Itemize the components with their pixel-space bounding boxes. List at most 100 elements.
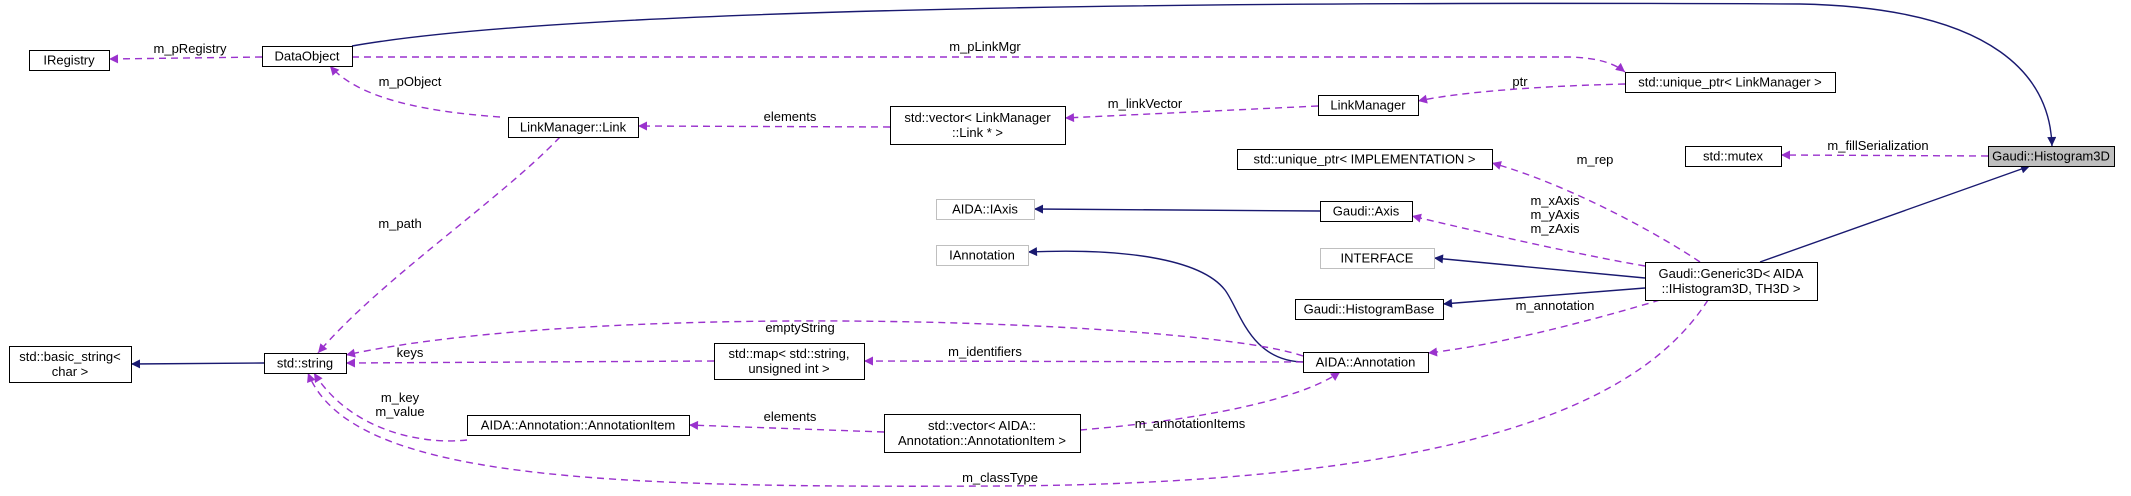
class-node-linkmanager[interactable]: LinkManager xyxy=(1318,95,1419,116)
usage-edge-mutex-to-histogram3d: m_fillSerialization xyxy=(1780,138,1989,160)
class-box xyxy=(714,343,865,380)
inheritance-edge-interface-to-generic3d xyxy=(1433,254,1646,279)
class-node-uniquelinkmgr[interactable]: std::unique_ptr< LinkManager > xyxy=(1625,72,1836,93)
class-box xyxy=(1237,149,1493,170)
class-node-linkmanagerlink[interactable]: LinkManager::Link xyxy=(508,117,639,138)
usage-arrow xyxy=(1411,213,1646,267)
class-name-line: IRegistry xyxy=(43,53,95,68)
class-name-line: AIDA::Annotation::AnnotationItem xyxy=(481,418,675,433)
edge-label-m-identifiers: m_identifiers xyxy=(948,344,1022,359)
usage-edge-iregistry-to-dataobject: m_pRegistry xyxy=(108,41,263,64)
class-name-line: Gaudi::HistogramBase xyxy=(1304,302,1435,317)
class-box xyxy=(890,106,1066,145)
class-box xyxy=(467,415,690,436)
edge-label-m-rep: m_rep xyxy=(1577,152,1614,167)
edge-label-ptr: ptr xyxy=(1512,74,1528,89)
class-node-vectorlink[interactable]: std::vector< LinkManager::Link * > xyxy=(890,106,1066,145)
class-node-stdstring[interactable]: std::string xyxy=(264,353,347,374)
class-box xyxy=(262,46,353,67)
usage-edge-stdstring-to-aidaannotation: emptyString xyxy=(345,320,1304,358)
class-node-histogram3d[interactable]: Gaudi::Histogram3D xyxy=(1988,146,2115,167)
usage-arrow xyxy=(637,121,891,131)
class-name-line: std::vector< AIDA:: xyxy=(928,418,1036,433)
class-node-uniqueimpl[interactable]: std::unique_ptr< IMPLEMENTATION > xyxy=(1237,149,1493,170)
class-box xyxy=(9,346,132,383)
usage-arrow xyxy=(1427,299,1661,357)
class-node-mutex[interactable]: std::mutex xyxy=(1685,146,1782,167)
class-node-basicstring[interactable]: std::basic_string<char > xyxy=(9,346,132,383)
inheritance-arrow xyxy=(1027,247,1306,363)
usage-edge-stdstring-to-mapstring: keys xyxy=(345,345,715,368)
class-node-gaudiaxis[interactable]: Gaudi::Axis xyxy=(1320,201,1413,222)
edge-label-m-yaxis: m_yAxis xyxy=(1530,207,1580,222)
class-name-line: std::mutex xyxy=(1703,149,1763,164)
class-name-line: ::Link * > xyxy=(952,125,1003,140)
class-node-iannotation: IAnnotation xyxy=(936,245,1029,266)
edge-layer: m_pRegistry m_pLinkMgr m_pObject elements m_… xyxy=(108,2,2057,487)
inheritance-edge-aidaiaxis-to-gaudiaxis xyxy=(1033,204,1321,214)
usage-arrow xyxy=(108,54,263,64)
usage-arrow xyxy=(863,356,1304,366)
edge-label-m-linkvector: m_linkVector xyxy=(1108,96,1183,111)
usage-edge-aidaannotation-to-generic3d: m_annotation xyxy=(1427,298,1661,357)
edge-label-keys: keys xyxy=(397,345,424,360)
class-node-dataobject[interactable]: DataObject xyxy=(262,46,353,67)
class-box xyxy=(884,414,1081,453)
class-node-annotationitem[interactable]: AIDA::Annotation::AnnotationItem xyxy=(467,415,690,436)
inheritance-edge-iannotation-to-aidaannotation xyxy=(1027,247,1306,363)
class-name-line: std::vector< LinkManager xyxy=(904,110,1051,125)
usage-arrow xyxy=(313,372,468,442)
class-node-mapstring[interactable]: std::map< std::string,unsigned int > xyxy=(714,343,865,380)
class-name-line: INTERFACE xyxy=(1341,251,1414,266)
class-box xyxy=(1685,146,1782,167)
edge-label-m-plinkmgr: m_pLinkMgr xyxy=(949,39,1021,54)
inheritance-arrow xyxy=(130,359,265,369)
usage-arrow xyxy=(345,358,715,368)
class-name-line: IAnnotation xyxy=(949,248,1015,263)
usage-arrow xyxy=(1064,105,1319,123)
class-node-vectoritem[interactable]: std::vector< AIDA::Annotation::Annotatio… xyxy=(884,414,1081,453)
class-node-iregistry[interactable]: IRegistry xyxy=(29,50,110,71)
class-name-line: std::map< std::string, xyxy=(728,346,849,361)
inheritance-arrow xyxy=(1759,164,2031,263)
edge-label-m-zaxis: m_zAxis xyxy=(1530,221,1580,236)
class-box xyxy=(508,117,639,138)
class-name-line: Gaudi::Histogram3D xyxy=(1992,149,2110,164)
edge-label-m-value: m_value xyxy=(375,404,424,419)
class-box xyxy=(29,50,110,71)
class-box xyxy=(1318,95,1419,116)
class-name-line: DataObject xyxy=(274,49,339,64)
inheritance-arrow xyxy=(1442,287,1646,308)
usage-arrow xyxy=(317,136,561,354)
class-node-generic3d[interactable]: Gaudi::Generic3D< AIDA::IHistogram3D, TH… xyxy=(1645,262,1818,301)
class-name-line: std::string xyxy=(277,356,333,371)
edge-label-m-annotation: m_annotation xyxy=(1516,298,1595,313)
edge-label-m-path: m_path xyxy=(378,216,421,231)
usage-edge-mapstring-to-aidaannotation: m_identifiers xyxy=(863,344,1304,366)
class-name-line: std::unique_ptr< IMPLEMENTATION > xyxy=(1253,152,1475,167)
class-box xyxy=(936,199,1035,220)
class-box xyxy=(936,245,1029,266)
class-node-histogrambase[interactable]: Gaudi::HistogramBase xyxy=(1295,299,1444,320)
class-node-aidaiaxis: AIDA::IAxis xyxy=(936,199,1035,220)
class-name-line: Gaudi::Axis xyxy=(1333,204,1400,219)
usage-edge-dataobject-to-linkmanagerlink: m_pObject xyxy=(329,65,501,118)
usage-arrow xyxy=(1417,83,1626,104)
class-box xyxy=(1645,262,1818,301)
class-name-line: Annotation::AnnotationItem > xyxy=(898,433,1066,448)
class-node-aidaannotation[interactable]: AIDA::Annotation xyxy=(1303,352,1429,373)
class-box xyxy=(1988,146,2115,167)
class-box xyxy=(264,353,347,374)
class-node-interface: INTERFACE xyxy=(1320,248,1435,269)
edge-label-m-pobject: m_pObject xyxy=(379,74,442,89)
inheritance-edge-histogrambase-to-generic3d xyxy=(1442,287,1646,308)
edge-label-elements: elements xyxy=(764,109,817,124)
inheritance-arrow xyxy=(1433,254,1646,279)
class-name-line: char > xyxy=(52,364,89,379)
class-box xyxy=(1320,201,1413,222)
usage-arrow xyxy=(352,56,1626,73)
